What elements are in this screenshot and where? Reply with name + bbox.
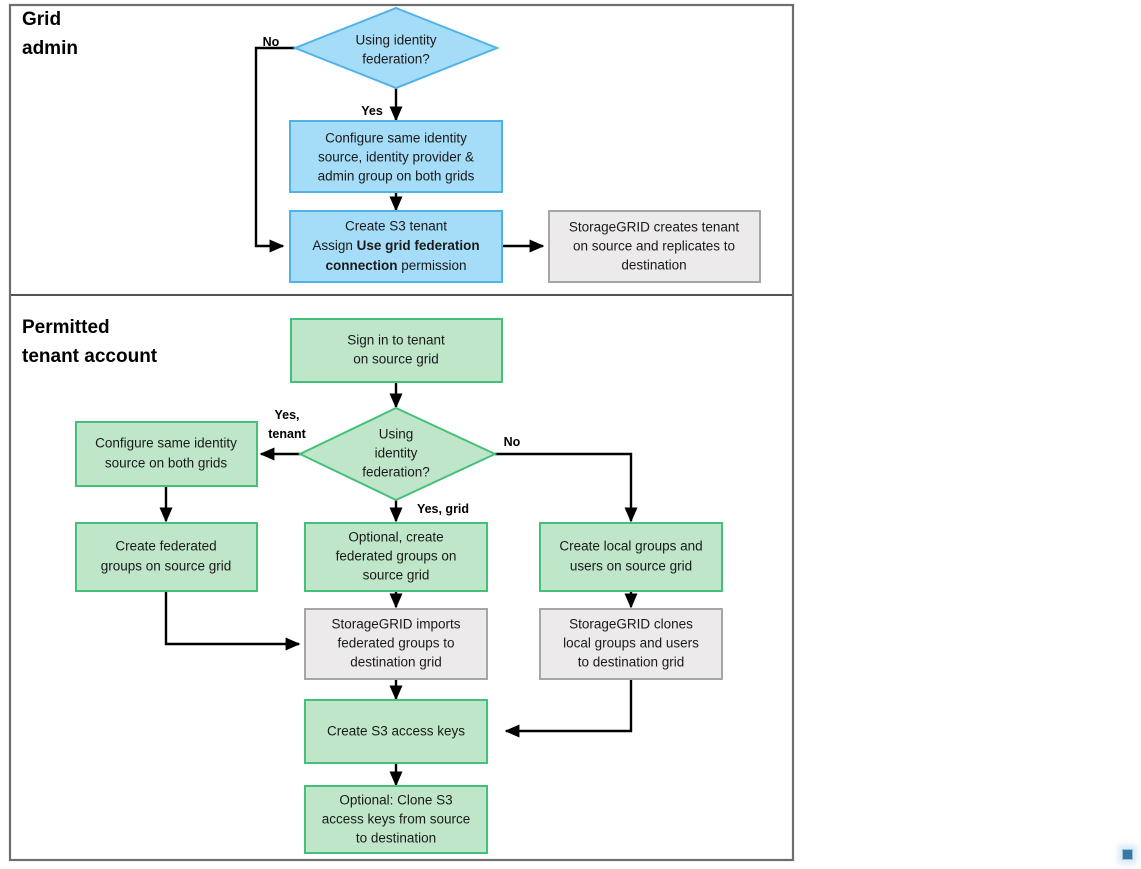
node-optional-federated-groups[interactable] <box>304 522 488 592</box>
connector-create-federated-to-imports <box>164 591 301 651</box>
edge-label-tenant-yes-grid: Yes, grid <box>417 502 469 516</box>
node-create-s3-tenant-line3: connection permission <box>325 258 466 273</box>
node-decision-admin-federation-line1: Using identity <box>355 33 436 48</box>
node-optional-federated-groups-line1: Optional, create <box>348 530 443 545</box>
node-optional-clone-access-keys-line1: Optional: Clone S3 <box>339 793 452 808</box>
node-storagegrid-imports-groups-line3: destination grid <box>350 655 442 670</box>
node-sign-in-tenant-line2: on source grid <box>353 352 439 367</box>
edge-label-admin-no: No <box>263 35 280 49</box>
node-create-s3-tenant-line2-bold: Use grid federation <box>357 238 480 253</box>
node-create-local-groups-line2: users on source grid <box>570 559 692 574</box>
node-storagegrid-creates-tenant-line2: on source and replicates to <box>573 239 735 254</box>
node-decision-admin-federation[interactable] <box>292 6 500 90</box>
node-configure-identity-source-tenant-line2: source on both grids <box>105 456 228 471</box>
node-optional-clone-access-keys-line2: access keys from source <box>322 812 471 827</box>
node-create-s3-access-keys[interactable] <box>304 699 488 764</box>
lane-label-tenant-line1: Permitted <box>22 317 110 338</box>
connector-clones-to-access-keys <box>504 679 633 738</box>
corner-artifact-icon <box>1122 849 1133 860</box>
node-optional-federated-groups-line3: source grid <box>363 568 430 583</box>
node-decision-tenant-federation-line1: Using <box>379 427 414 442</box>
node-create-federated-groups-line2: groups on source grid <box>101 559 232 574</box>
edge-label-admin-yes: Yes <box>361 104 383 118</box>
node-sign-in-tenant[interactable] <box>290 318 503 383</box>
node-storagegrid-creates-tenant-line1: StorageGRID creates tenant <box>569 220 740 235</box>
node-configure-identity-source-admin-line3: admin group on both grids <box>318 169 475 184</box>
node-decision-tenant-federation[interactable] <box>297 406 498 502</box>
node-storagegrid-clones-local-line1: StorageGRID clones <box>569 617 693 632</box>
node-create-local-groups-line1: Create local groups and <box>559 539 702 554</box>
node-optional-clone-access-keys-line3: to destination <box>356 831 436 846</box>
node-configure-identity-source-admin-line2: source, identity provider & <box>318 150 474 165</box>
edge-label-tenant-yes-tenant-line2: tenant <box>268 427 306 441</box>
node-create-s3-tenant-line3-bold: connection <box>325 258 397 273</box>
node-decision-tenant-federation-line2: identity <box>375 446 418 461</box>
lane-label-grid-admin-line1: Grid <box>22 9 61 30</box>
node-configure-identity-source-admin-line1: Configure same identity <box>325 131 467 146</box>
node-storagegrid-clones-local[interactable] <box>539 608 723 680</box>
node-create-s3-tenant-line1: Create S3 tenant <box>345 219 447 234</box>
lane-label-grid-admin-line2: admin <box>22 38 78 59</box>
node-decision-admin-federation-line2: federation? <box>362 52 430 67</box>
edge-label-tenant-no: No <box>504 435 521 449</box>
node-create-s3-tenant[interactable] <box>289 210 503 283</box>
node-storagegrid-imports-groups-line1: StorageGRID imports <box>331 617 460 632</box>
node-create-s3-access-keys-line1: Create S3 access keys <box>327 724 465 739</box>
connector-admin-no <box>254 46 295 253</box>
node-optional-clone-access-keys[interactable] <box>304 785 488 854</box>
node-storagegrid-imports-groups[interactable] <box>304 608 488 680</box>
diagram-frame <box>8 3 795 862</box>
node-storagegrid-clones-local-line2: local groups and users <box>563 636 699 651</box>
node-storagegrid-creates-tenant[interactable] <box>548 210 761 283</box>
node-optional-federated-groups-line2: federated groups on <box>336 549 457 564</box>
node-storagegrid-imports-groups-line2: federated groups to <box>337 636 454 651</box>
node-create-s3-tenant-line3-plain: permission <box>397 258 466 273</box>
node-configure-identity-source-tenant[interactable] <box>75 421 258 487</box>
node-configure-identity-source-tenant-line1: Configure same identity <box>95 436 237 451</box>
node-configure-identity-source-admin[interactable] <box>289 120 503 193</box>
node-sign-in-tenant-line1: Sign in to tenant <box>347 333 445 348</box>
node-create-federated-groups-line1: Create federated <box>115 539 216 554</box>
node-storagegrid-creates-tenant-line3: destination <box>621 258 686 273</box>
edge-label-tenant-yes-tenant-line1: Yes, <box>274 408 299 422</box>
node-storagegrid-clones-local-line3: to destination grid <box>578 655 685 670</box>
node-create-s3-tenant-line2-plain: Assign <box>312 238 356 253</box>
lane-label-tenant-line2: tenant account <box>22 346 158 367</box>
node-create-federated-groups[interactable] <box>75 522 258 592</box>
connector-tenant-no <box>495 452 638 523</box>
node-decision-tenant-federation-line3: federation? <box>362 465 430 480</box>
node-create-s3-tenant-line2: Assign Use grid federation <box>312 238 479 253</box>
node-create-local-groups[interactable] <box>539 522 723 592</box>
